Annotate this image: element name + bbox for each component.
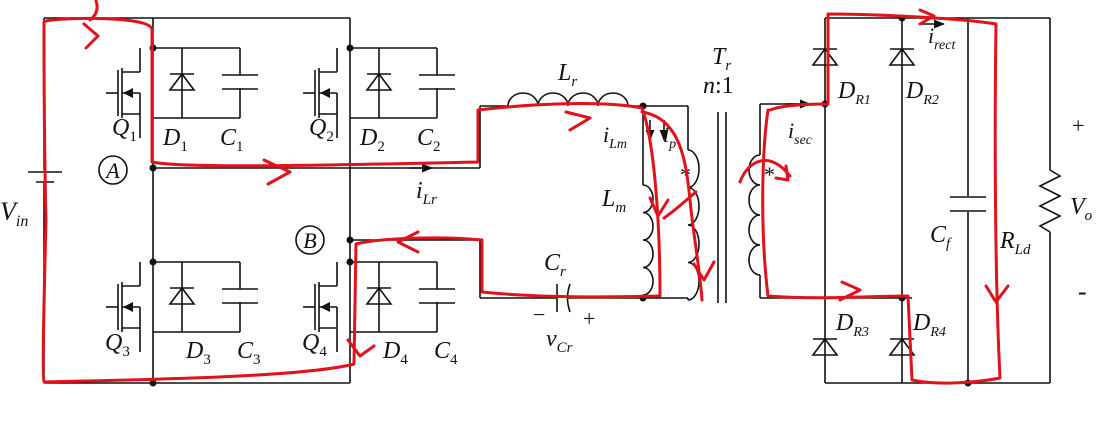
load-resistor-icon [1038, 169, 1062, 233]
label-dr4: DR4 [912, 310, 946, 340]
label-output-minus: - [1078, 277, 1087, 306]
label-q3: Q3 [105, 330, 130, 360]
switch-cell-q3 [105, 261, 259, 353]
bridge-leg-b [346, 18, 354, 383]
label-c3: C3 [237, 338, 261, 368]
label-tr: Tr [712, 44, 731, 74]
label-secondary-dot: * [764, 162, 775, 187]
label-irect: irect [928, 23, 956, 53]
label-c1: C1 [220, 125, 244, 155]
label-rld: RLd [999, 228, 1031, 258]
label-isec: isec [788, 118, 813, 148]
capacitor-c3-icon [221, 288, 259, 304]
resonant-inductor-lr-icon [507, 92, 629, 107]
capacitor-c1-icon [221, 74, 259, 90]
node-b-marker: B [295, 225, 325, 255]
label-q2: Q2 [309, 115, 334, 145]
secondary-winding [748, 99, 912, 299]
label-d2: D2 [359, 125, 385, 155]
label-output-plus: + [1072, 113, 1084, 138]
red-loop-primary [41, 16, 662, 384]
hand-drawn-current-path [41, 0, 1010, 385]
label-ilm: iLm [603, 122, 627, 152]
label-c4: C4 [434, 338, 458, 368]
label-d1: D1 [162, 125, 188, 155]
switch-cell-q4 [302, 261, 456, 353]
switch-cell-q2 [302, 47, 456, 139]
label-node-a: A [104, 158, 120, 183]
label-cf: Cf [930, 222, 952, 252]
label-d4: D4 [382, 338, 408, 368]
component-labels: Vin Q1 D1 C1 Q2 D2 C2 Q3 D3 C3 Q4 D4 C4 … [0, 23, 1093, 368]
transformer-core [717, 112, 727, 303]
label-lm: Lm [601, 186, 626, 216]
switch-cell-q1 [105, 47, 259, 139]
label-dr1: DR1 [837, 78, 871, 108]
label-vin: Vin [0, 197, 28, 230]
red-loop-secondary [761, 12, 1002, 385]
label-ilr: iLr [416, 178, 437, 208]
magnetizing-inductor-lm-icon [642, 184, 654, 296]
label-cr-plus: + [583, 306, 595, 331]
capacitor-c4-icon [418, 288, 456, 304]
label-vo: Vo [1070, 194, 1093, 224]
output-filter-load [950, 18, 1062, 383]
label-q4: Q4 [302, 330, 327, 360]
label-ip: ip [663, 122, 676, 152]
node-a-marker: A [98, 155, 128, 185]
label-q1: Q1 [112, 115, 137, 145]
capacitor-c2-icon [418, 74, 456, 90]
label-dr3: DR3 [835, 310, 869, 340]
label-cr: Cr [544, 250, 566, 280]
label-dr2: DR2 [905, 78, 939, 108]
label-lr: Lr [557, 60, 577, 90]
label-cr-minus: − [533, 302, 545, 327]
label-vcr: vCr [546, 326, 573, 356]
label-turns-ratio: n:1 [703, 73, 734, 99]
label-c2: C2 [417, 125, 441, 155]
label-d3: D3 [185, 338, 211, 368]
label-node-b: B [303, 228, 316, 253]
secondary-winding-icon [748, 154, 761, 276]
